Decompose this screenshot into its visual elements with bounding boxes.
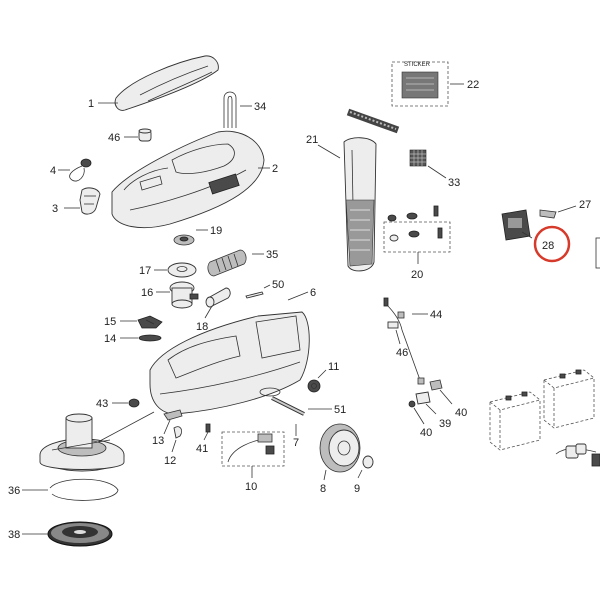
part-10-hose-kit — [221, 431, 285, 467]
part-51-axle — [271, 396, 305, 416]
highlight-circle-27 — [533, 225, 571, 263]
part-16-valve — [169, 281, 199, 309]
callout-13: 13 — [152, 435, 164, 447]
callout-44: 46 — [396, 347, 408, 359]
part-14-gasket — [138, 334, 162, 342]
part-18-filter-disc — [173, 234, 195, 246]
callout-7: 7 — [293, 437, 299, 449]
callout-27: 28 — [542, 240, 554, 252]
part-27-control-module — [501, 209, 531, 241]
part-2-tank-housing — [111, 130, 265, 229]
callout-29: 33 — [448, 177, 460, 189]
callout-20: 20 — [411, 269, 423, 281]
part-brush-strip — [346, 108, 400, 134]
callout-3: 3 — [52, 203, 58, 215]
callout-32: 34 — [254, 101, 266, 113]
part-19-nozzle — [205, 287, 231, 308]
callout-19: 18 — [196, 321, 208, 333]
part-40-snap-ring — [49, 478, 119, 501]
battery-pack-left — [489, 391, 541, 451]
part-13-clip — [163, 409, 183, 421]
callout-12: 12 — [164, 455, 176, 467]
callout-33: 35 — [266, 249, 278, 261]
part-29-grille — [409, 149, 427, 167]
callout-39: 43 — [96, 398, 108, 410]
part-22-sticker: STICKER — [391, 61, 449, 107]
callout-51: 51 — [334, 404, 346, 416]
callout-21: 21 — [306, 134, 318, 146]
part-20-fastener-kit — [383, 205, 451, 253]
callout-11: 11 — [328, 361, 339, 373]
callout-17: 17 — [139, 265, 151, 277]
callout-2: 2 — [272, 163, 278, 175]
callout-10: 10 — [245, 481, 257, 493]
part-8-wheel — [319, 423, 361, 473]
callout-9: 9 — [354, 483, 360, 495]
callout-34: 39 — [439, 418, 451, 430]
callout-22: 22 — [467, 79, 479, 91]
callout-8: 8 — [320, 483, 326, 495]
callout-35: 40 — [420, 427, 432, 439]
battery-pack-right — [543, 369, 595, 429]
part-38-screw — [205, 423, 211, 433]
part-9-cap — [362, 455, 374, 469]
callout-41: 38 — [8, 529, 20, 541]
callout-18: 19 — [210, 225, 222, 237]
part-12-clamp — [173, 426, 183, 439]
callout-4: 4 — [50, 165, 56, 177]
part-43-cable — [383, 297, 425, 385]
part-33-filter-cylinder — [207, 249, 247, 277]
part-6-chassis — [149, 311, 310, 415]
callout-38: 41 — [196, 443, 208, 455]
callout-28: 27 — [579, 199, 591, 211]
sticker-label: STICKER — [404, 62, 431, 68]
part-46-cap — [138, 128, 152, 142]
part-39-nut — [128, 398, 140, 408]
callout-40: 36 — [8, 485, 20, 497]
part-15-bracket — [137, 315, 163, 329]
part-35-screw — [408, 400, 416, 408]
callout-43: 44 — [430, 309, 442, 321]
part-motor-assembly — [39, 413, 125, 472]
part-36-bracket — [429, 379, 443, 391]
part-44-connector — [387, 321, 399, 329]
part-41-gear — [47, 521, 113, 547]
callout-36: 40 — [455, 407, 467, 419]
part-32-hose-hook — [223, 91, 237, 128]
callout-6: 6 — [310, 287, 316, 299]
callout-16: 16 — [141, 287, 153, 299]
battery-cable — [555, 443, 600, 467]
part-50-pin — [245, 291, 264, 299]
part-3-elbow-hose — [79, 187, 101, 215]
callout-15: 15 — [104, 316, 116, 328]
callout-14: 14 — [104, 333, 116, 345]
part-21-side-panel — [343, 137, 377, 272]
part-17-ring — [167, 262, 197, 278]
part-4-filler-cap — [69, 158, 92, 182]
callout-50: 50 — [272, 279, 284, 291]
part-28-clip — [539, 209, 557, 219]
part-1-top-cover — [114, 55, 219, 111]
part-34-connector — [415, 391, 431, 405]
callout-1: 1 — [88, 98, 94, 110]
part-11-foot — [307, 379, 321, 393]
callout-46: 46 — [108, 132, 120, 144]
